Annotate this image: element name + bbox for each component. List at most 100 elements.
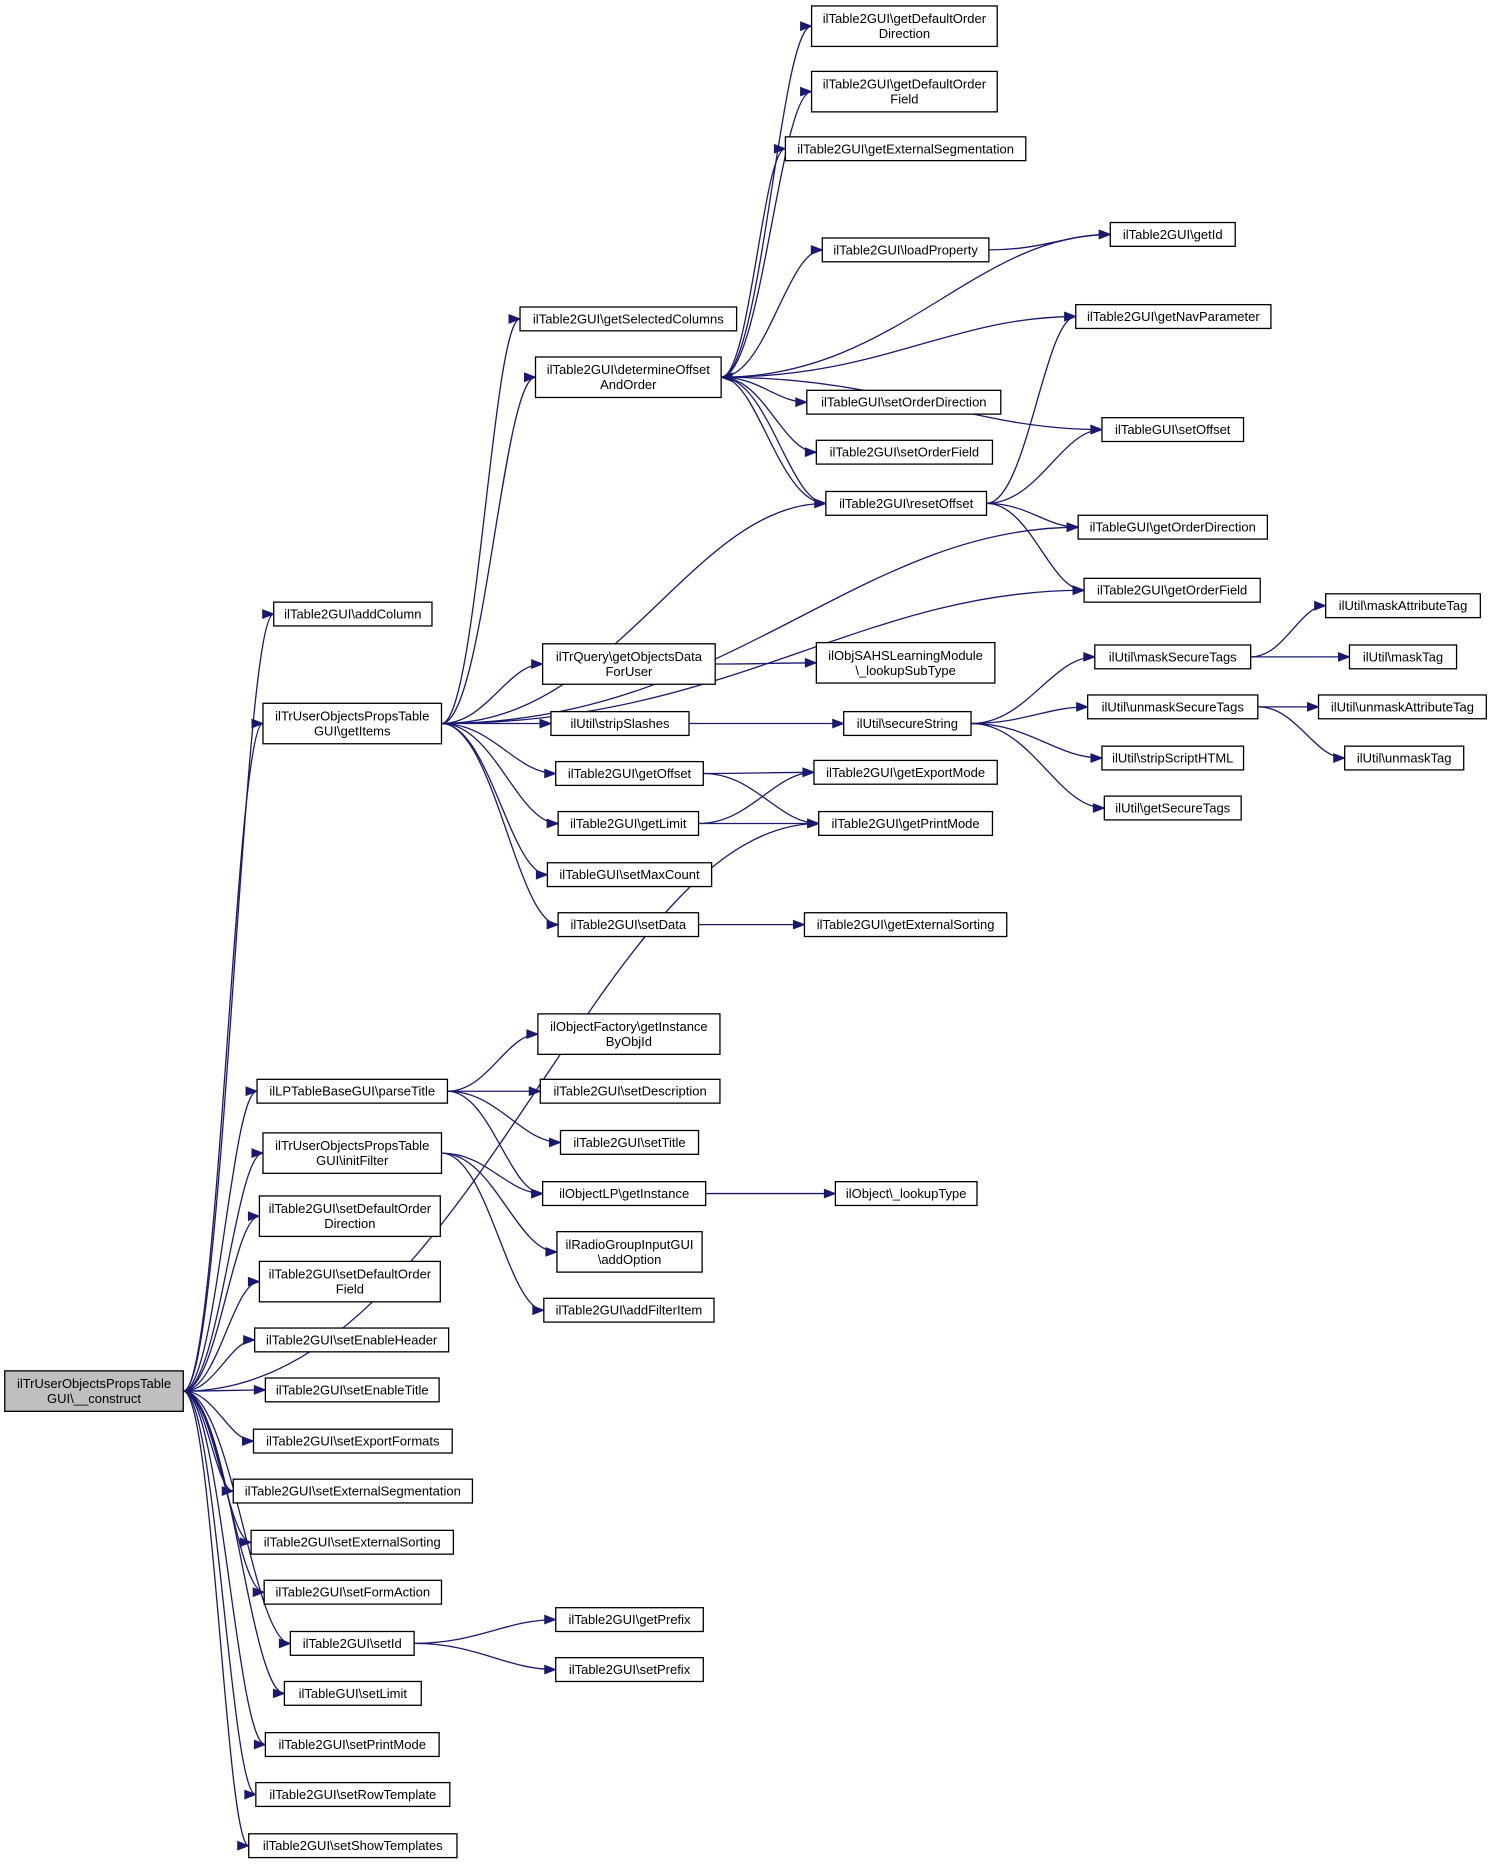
node-get-order-field[interactable]: ilTable2GUI\getOrderField xyxy=(1083,577,1261,603)
node-label: ilObjSAHSLearningModule xyxy=(828,648,983,663)
node-box xyxy=(1075,303,1272,330)
node-label: ilTable2GUI\getPrefix xyxy=(568,1612,691,1627)
edge-line xyxy=(721,376,826,505)
node-label: ilUtil\unmaskTag xyxy=(1357,751,1452,766)
node-set-order-field[interactable]: ilTable2GUI\setOrderField xyxy=(815,439,994,465)
node-get-prefix[interactable]: ilTable2GUI\getPrefix xyxy=(555,1607,704,1633)
node-label: ilTable2GUI\setRowTemplate xyxy=(269,1787,436,1802)
edge-line xyxy=(183,822,819,1392)
arrowhead xyxy=(773,143,787,154)
node-box xyxy=(825,490,988,516)
node-set-limit[interactable]: ilTableGUI\setLimit xyxy=(283,1680,422,1706)
node-set-offset[interactable]: ilTableGUI\setOffset xyxy=(1101,417,1245,443)
node-set-print-mode[interactable]: ilTable2GUI\setPrintMode xyxy=(264,1731,440,1758)
node-label: GUI\__construct xyxy=(47,1391,141,1406)
node-load-property[interactable]: ilTable2GUI\loadProperty xyxy=(821,237,990,263)
node-set-ext-seg[interactable]: ilTable2GUI\setExternalSegmentation xyxy=(232,1478,474,1504)
node-get-secure-tags[interactable]: ilUtil\getSecureTags xyxy=(1103,795,1242,821)
arrowhead xyxy=(1307,701,1320,712)
edge-root-to-get-items xyxy=(183,718,265,1392)
node-set-form-action[interactable]: ilTable2GUI\setFormAction xyxy=(263,1579,443,1605)
node-label: ilTableGUI\setOrderDirection xyxy=(821,395,986,410)
node-set-enable-title[interactable]: ilTable2GUI\setEnableTitle xyxy=(264,1377,440,1403)
node-set-data[interactable]: ilTable2GUI\setData xyxy=(557,912,700,938)
node-lookup-sub-type[interactable]: ilObjSAHSLearningModule\_lookupSubType xyxy=(815,641,996,684)
edge-get-items-to-set-data xyxy=(441,722,560,930)
node-secure-string[interactable]: ilUtil\secureString xyxy=(843,710,972,737)
edge-root-to-set-show-templates xyxy=(182,1390,251,1851)
node-strip-slashes[interactable]: ilUtil\stripSlashes xyxy=(550,710,690,737)
node-get-id[interactable]: ilTable2GUI\getId xyxy=(1109,221,1236,247)
node-add-column[interactable]: ilTable2GUI\addColumn xyxy=(273,601,433,627)
edge-line xyxy=(183,1090,258,1392)
node-mask-secure-tags[interactable]: ilUtil\maskSecureTags xyxy=(1094,644,1252,670)
edge-line xyxy=(447,1033,538,1092)
node-lookup-type[interactable]: ilObject\_lookupType xyxy=(834,1181,978,1207)
node-box xyxy=(283,1680,422,1706)
node-get-offset[interactable]: ilTable2GUI\getOffset xyxy=(555,760,704,787)
node-box xyxy=(555,760,704,787)
node-label: ilTable2GUI\determineOffset xyxy=(547,362,710,377)
node-unmask-attr-tag[interactable]: ilUtil\unmaskAttributeTag xyxy=(1317,694,1487,720)
edge-set-id-to-set-prefix xyxy=(414,1642,558,1675)
node-set-max-count[interactable]: ilTableGUI\setMaxCount xyxy=(546,862,713,888)
node-box xyxy=(250,1529,455,1555)
node-parse-title[interactable]: ilLPTableBaseGUI\parseTitle xyxy=(256,1078,449,1104)
edge-root-to-set-def-order-dir xyxy=(183,1211,261,1392)
node-box xyxy=(1083,577,1261,603)
node-get-order-dir[interactable]: ilTableGUI\getOrderDirection xyxy=(1077,514,1269,540)
node-label: ilTable2GUI\getExternalSegmentation xyxy=(797,141,1014,156)
node-obj-lpget-inst[interactable]: ilObjectLP\getInstance xyxy=(541,1181,707,1207)
node-get-limit[interactable]: ilTable2GUI\getLimit xyxy=(557,810,700,837)
node-get-export-mode[interactable]: ilTable2GUI\getExportMode xyxy=(813,759,998,785)
node-unmask-secure-tags[interactable]: ilUtil\unmaskSecureTags xyxy=(1087,694,1259,720)
node-set-order-dir[interactable]: ilTableGUI\setOrderDirection xyxy=(806,389,1002,415)
node-get-ext-sort[interactable]: ilTable2GUI\getExternalSorting xyxy=(803,912,1008,938)
node-set-title[interactable]: ilTable2GUI\setTitle xyxy=(559,1129,700,1155)
node-set-prefix[interactable]: ilTable2GUI\setPrefix xyxy=(555,1657,704,1683)
node-strip-script-html[interactable]: ilUtil\stripScriptHTML xyxy=(1101,745,1245,771)
edge-secure-string-to-unmask-secure-tags xyxy=(971,701,1090,725)
node-set-enable-header[interactable]: ilTable2GUI\setEnableHeader xyxy=(254,1327,450,1353)
node-label: ilTable2GUI\getDefaultOrder xyxy=(823,11,987,26)
node-get-print-mode[interactable]: ilTable2GUI\getPrintMode xyxy=(818,810,994,837)
node-box xyxy=(1348,644,1458,670)
node-set-ext-sort[interactable]: ilTable2GUI\setExternalSorting xyxy=(250,1529,455,1555)
node-mask-attr-tag[interactable]: ilUtil\maskAttributeTag xyxy=(1325,593,1482,619)
edge-line xyxy=(698,771,814,825)
node-set-id[interactable]: ilTable2GUI\setId xyxy=(289,1630,415,1656)
node-add-option[interactable]: ilRadioGroupInputGUI\addOption xyxy=(556,1231,703,1273)
node-box xyxy=(1103,795,1242,821)
node-set-row-template[interactable]: ilTable2GUI\setRowTemplate xyxy=(255,1781,451,1808)
node-unmask-tag[interactable]: ilUtil\unmaskTag xyxy=(1344,745,1465,771)
node-label: ByObjId xyxy=(606,1034,652,1049)
node-set-show-templates[interactable]: ilTable2GUI\setShowTemplates xyxy=(248,1833,458,1859)
node-label: Field xyxy=(890,92,918,107)
node-reset-offset[interactable]: ilTable2GUI\resetOffset xyxy=(825,490,988,516)
node-set-description[interactable]: ilTable2GUI\setDescription xyxy=(539,1078,721,1104)
node-box xyxy=(232,1478,474,1504)
arrowhead xyxy=(278,1638,292,1649)
edge-line xyxy=(183,1215,260,1392)
node-get-ext-seg[interactable]: ilTable2GUI\getExternalSegmentation xyxy=(784,136,1027,162)
edge-line xyxy=(183,1152,264,1392)
node-mask-tag[interactable]: ilUtil\maskTag xyxy=(1348,644,1458,670)
node-set-export-formats[interactable]: ilTable2GUI\setExportFormats xyxy=(252,1428,453,1454)
arrowhead xyxy=(251,1148,265,1159)
node-box xyxy=(254,1327,450,1353)
node-box xyxy=(262,702,443,745)
node-get-nav-param[interactable]: ilTable2GUI\getNavParameter xyxy=(1075,303,1272,330)
arrowhead xyxy=(1098,229,1112,240)
node-get-sel-cols[interactable]: ilTable2GUI\getSelectedColumns xyxy=(519,306,738,332)
node-add-filter-item[interactable]: ilTable2GUI\addFilterItem xyxy=(543,1297,715,1323)
